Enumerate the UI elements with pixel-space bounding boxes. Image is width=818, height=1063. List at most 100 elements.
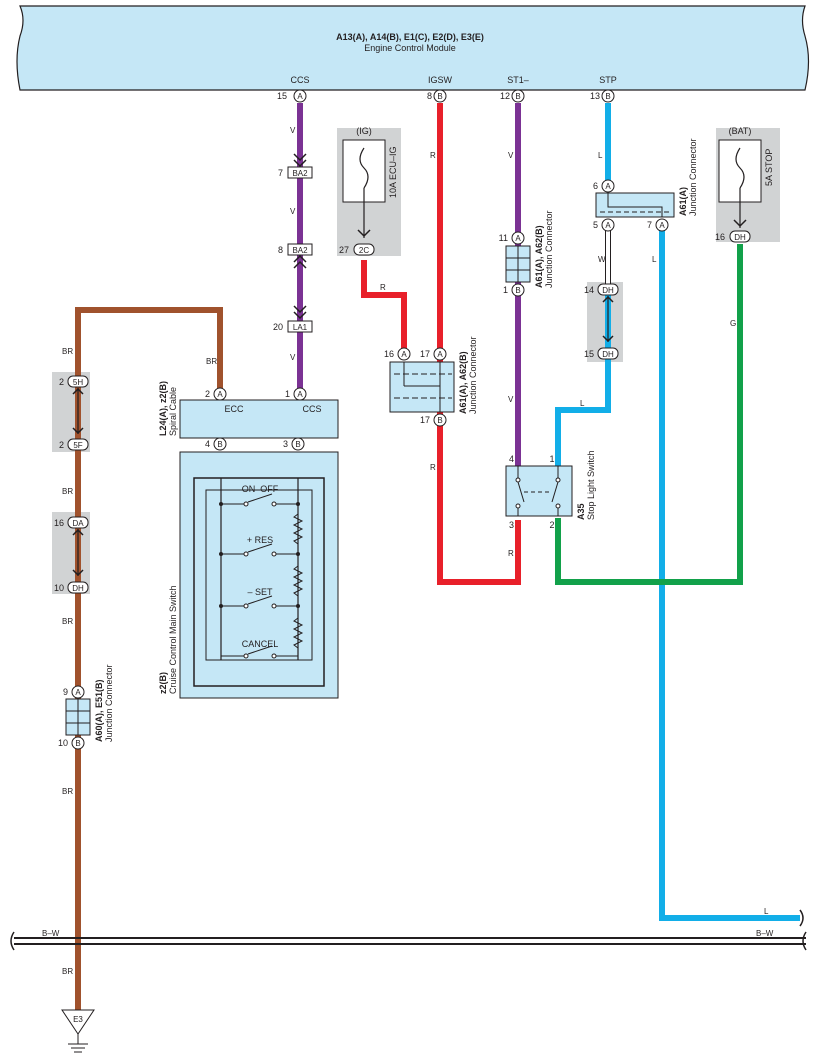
spiral-cable[interactable]: A 2 A 1 ECC CCS B 4 B 3 L24(A), z2(B) Sp…: [158, 381, 339, 451]
svg-text:3: 3: [283, 439, 288, 449]
svg-text:2: 2: [59, 377, 64, 387]
wire-fuse-ig: [361, 260, 407, 350]
switch-label-res: + RES: [247, 535, 273, 545]
wire-l-long: [659, 228, 800, 921]
connector-da-dh[interactable]: DA 16 DH 10: [54, 516, 89, 594]
svg-text:1: 1: [285, 389, 290, 399]
ecm-pin-ccs[interactable]: 15 A: [277, 89, 307, 103]
ground-e3[interactable]: E3: [61, 1009, 95, 1053]
svg-text:6: 6: [593, 181, 598, 191]
stop-light-switch[interactable]: 4 1 3 2 A35 Stop Light Switch: [505, 450, 596, 530]
ecm-pin-stp[interactable]: 13 B: [590, 89, 615, 103]
wire-igsw: [437, 103, 521, 585]
wire-label-l: L: [598, 151, 603, 160]
svg-text:(IG): (IG): [356, 126, 372, 136]
svg-text:A: A: [401, 350, 407, 359]
svg-text:A: A: [75, 688, 81, 697]
svg-text:1: 1: [503, 285, 508, 295]
junction-connector-a60-e51[interactable]: A 9 B 10 A60(A), E51(B) Junction Connect…: [58, 664, 114, 750]
wire-br: [75, 307, 223, 1010]
svg-text:13: 13: [590, 91, 600, 101]
svg-text:16: 16: [384, 349, 394, 359]
svg-text:7: 7: [647, 220, 652, 230]
switch-label-set: – SET: [247, 587, 273, 597]
svg-text:4: 4: [509, 454, 514, 464]
svg-text:2: 2: [205, 389, 210, 399]
svg-text:16: 16: [54, 518, 64, 528]
svg-text:12: 12: [500, 91, 510, 101]
svg-text:A: A: [605, 182, 611, 191]
ecm-terminal-igsw: IGSW: [428, 75, 453, 85]
svg-text:15: 15: [584, 349, 594, 359]
wire-label-br: BR: [62, 487, 73, 496]
switch-label-on-off: ON–OFF: [242, 484, 279, 494]
svg-text:B: B: [437, 92, 442, 101]
wire-label-bw: B–W: [42, 929, 60, 938]
svg-text:A60(A), E51(B): A60(A), E51(B): [94, 679, 104, 742]
fuse-ig-name: 10A ECU–IG: [388, 146, 398, 198]
svg-text:14: 14: [584, 285, 594, 295]
svg-text:A: A: [515, 234, 521, 243]
svg-text:2: 2: [59, 440, 64, 450]
wire-label-bw: B–W: [756, 929, 774, 938]
junction-connector-a61[interactable]: A 6 A 5 A 7 A61(A) Junction Connector: [593, 138, 698, 232]
wire-label-v: V: [290, 353, 296, 362]
svg-text:5H: 5H: [73, 378, 83, 387]
connector-ba2-bottom[interactable]: BA2 8: [278, 243, 313, 269]
svg-text:B: B: [437, 416, 442, 425]
fuse-stop[interactable]: (BAT) 5A STOP DH 16: [715, 126, 774, 243]
svg-text:A61(A), A62(B): A61(A), A62(B): [458, 351, 468, 414]
fuse-ecu-ig[interactable]: (IG) 10A ECU–IG 2C 27: [339, 126, 398, 256]
cruise-control-main-switch[interactable]: ON–OFF + RES – SET CANCEL z2(B) Cruise C…: [158, 451, 339, 699]
wire-label-br: BR: [62, 967, 73, 976]
connector-ba2-top[interactable]: BA2 7: [278, 153, 313, 179]
svg-text:Junction Connector: Junction Connector: [104, 664, 114, 742]
ecm-pin-igsw[interactable]: 8 B: [427, 89, 447, 103]
svg-text:5: 5: [593, 220, 598, 230]
wire-label-r: R: [380, 283, 386, 292]
svg-text:10: 10: [54, 583, 64, 593]
engine-control-module[interactable]: A13(A), A14(B), E1(C), E2(D), E3(E) Engi…: [16, 5, 810, 91]
svg-text:A: A: [437, 350, 443, 359]
bus-b-w: [10, 909, 807, 951]
svg-text:BA2: BA2: [292, 246, 308, 255]
connector-la1[interactable]: LA1 20: [273, 305, 313, 333]
svg-text:B: B: [295, 440, 300, 449]
svg-text:2C: 2C: [359, 246, 369, 255]
junction-connector-a61-a62-center[interactable]: A 16 A 17 B 17 A61(A), A62(B) Junction C…: [384, 336, 478, 427]
connector-dh-right[interactable]: DH 14 DH 15: [584, 283, 619, 360]
ecm-pin-st1[interactable]: 12 B: [500, 89, 525, 103]
svg-text:B: B: [217, 440, 222, 449]
svg-text:5F: 5F: [73, 441, 82, 450]
ecm-name: Engine Control Module: [364, 43, 456, 53]
svg-text:10: 10: [58, 738, 68, 748]
wire-label-r: R: [430, 151, 436, 160]
svg-text:1: 1: [549, 454, 554, 464]
connector-5h-5f[interactable]: 5H 2 5F 2: [59, 375, 89, 451]
svg-text:Junction Connector: Junction Connector: [544, 210, 554, 288]
svg-text:z2(B): z2(B): [158, 672, 168, 694]
svg-text:27: 27: [339, 245, 349, 255]
svg-text:17: 17: [420, 415, 430, 425]
svg-text:DH: DH: [734, 233, 746, 242]
svg-text:L24(A), z2(B): L24(A), z2(B): [158, 381, 168, 436]
svg-text:4: 4: [205, 439, 210, 449]
svg-text:Junction Connector: Junction Connector: [688, 138, 698, 216]
svg-text:A: A: [297, 390, 303, 399]
svg-text:A: A: [659, 221, 665, 230]
switch-label-cancel: CANCEL: [242, 639, 279, 649]
ecm-terminal-st1: ST1–: [507, 75, 529, 85]
junction-connector-a61-a62-st1[interactable]: A 11 B 1 A61(A), A62(B) Junction Connect…: [499, 210, 554, 297]
svg-text:E3: E3: [73, 1015, 83, 1024]
svg-text:15: 15: [277, 91, 287, 101]
svg-text:A61(A), A62(B): A61(A), A62(B): [534, 225, 544, 288]
svg-text:Junction Connector: Junction Connector: [468, 336, 478, 414]
svg-text:A35: A35: [576, 503, 586, 520]
svg-text:A61(A): A61(A): [678, 187, 688, 216]
svg-text:A: A: [605, 221, 611, 230]
wire-label-r: R: [508, 549, 514, 558]
svg-text:11: 11: [499, 233, 508, 243]
wire-g: [555, 244, 743, 585]
wire-label-g: G: [730, 319, 736, 328]
svg-text:Cruise Control Main Switch: Cruise Control Main Switch: [168, 585, 178, 694]
